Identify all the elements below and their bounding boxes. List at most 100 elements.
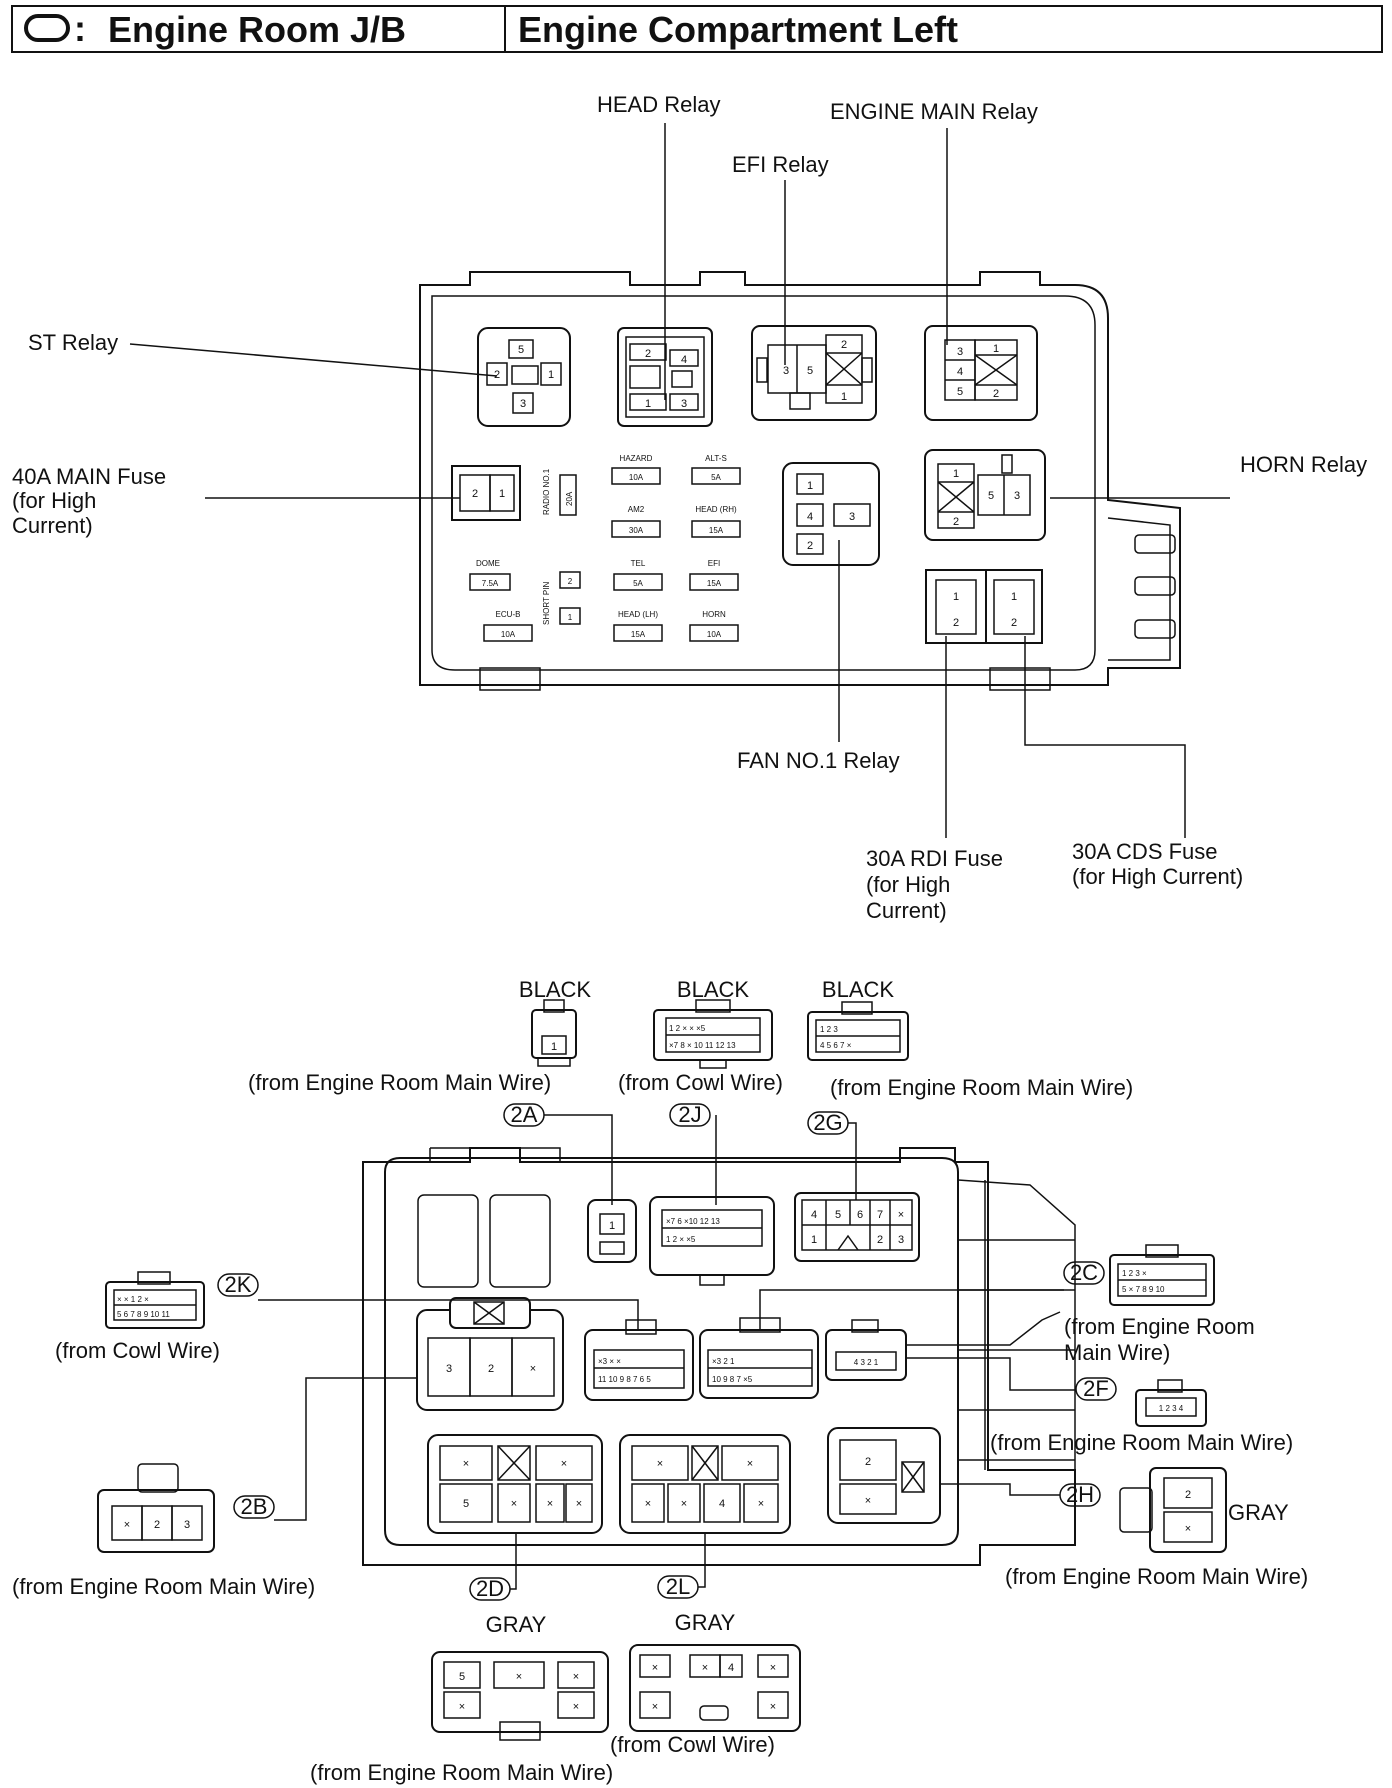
svg-text:4: 4	[957, 366, 963, 378]
connector-2f-code-badge	[1075, 1377, 1117, 1401]
connector-2d-color: GRAY	[486, 1612, 547, 1637]
svg-text:EFI: EFI	[708, 559, 720, 568]
svg-text:×: ×	[898, 1209, 904, 1221]
svg-text:2: 2	[494, 369, 500, 381]
svg-text:4 5 6 7 ×: 4 5 6 7 ×	[820, 1041, 852, 1050]
connector-2d-code: 2D	[476, 1576, 504, 1601]
svg-text:×: ×	[657, 1458, 663, 1470]
label-fan-relay: FAN NO.1 Relay	[737, 748, 900, 773]
label-head-relay: HEAD Relay	[597, 92, 720, 117]
svg-text:3: 3	[520, 398, 526, 410]
connector-2a-code: 2A	[511, 1102, 538, 1127]
connector-2l: × × 4 × × ×	[629, 1644, 801, 1732]
connector-2j: 1 2 × × ×5 ×7 8 × 10 11 12 13	[653, 999, 773, 1069]
svg-text:1 2 × ×5: 1 2 × ×5	[666, 1235, 696, 1244]
connector-2k-code: 2K	[225, 1272, 252, 1297]
svg-text:×: ×	[770, 1662, 776, 1674]
connector-2f-wire: (from Engine Room Main Wire)	[990, 1430, 1293, 1455]
connector-2k-wire: (from Cowl Wire)	[55, 1338, 220, 1363]
svg-text:5 × 7 8 9 10: 5 × 7 8 9 10	[1122, 1285, 1165, 1294]
connector-2h-code: 2H	[1066, 1482, 1094, 1507]
label-st-relay: ST Relay	[28, 330, 118, 355]
svg-text:×7 6 ×10 12 13: ×7 6 ×10 12 13	[666, 1217, 720, 1226]
svg-text:×3 2 1: ×3 2 1	[712, 1357, 735, 1366]
socket-2j: ×7 6 ×10 12 13 1 2 × ×5	[649, 1196, 775, 1286]
svg-text:×: ×	[652, 1701, 658, 1713]
fuse-radio-no1: RADIO NO.1 20A	[542, 468, 577, 516]
svg-text:1: 1	[953, 468, 959, 480]
svg-text:10A: 10A	[707, 630, 722, 639]
svg-text:2: 2	[807, 540, 813, 552]
connector-2b-wire: (from Engine Room Main Wire)	[12, 1574, 315, 1599]
fuse-ecu-b: ECU-B 10A	[483, 610, 533, 642]
svg-text:20A: 20A	[565, 491, 574, 506]
svg-text:2: 2	[877, 1234, 883, 1246]
svg-text:5: 5	[518, 344, 524, 356]
svg-text:×: ×	[516, 1671, 522, 1683]
fuse-horn: HORN 10A	[689, 610, 739, 642]
svg-text:5A: 5A	[633, 579, 643, 588]
fuse-dome: DOME 7.5A	[469, 559, 511, 591]
svg-text:1: 1	[568, 613, 573, 622]
svg-text:5: 5	[835, 1209, 841, 1221]
svg-text:2: 2	[568, 577, 573, 586]
svg-text:5: 5	[459, 1671, 465, 1683]
label-main-fuse-line1: 40A MAIN Fuse	[12, 464, 166, 489]
svg-text:4: 4	[811, 1209, 817, 1221]
svg-text:5: 5	[988, 490, 994, 502]
label-rdi-fuse-line3: Current)	[866, 898, 947, 923]
svg-text:7: 7	[877, 1209, 883, 1221]
connector-2h-wire: (from Engine Room Main Wire)	[1005, 1564, 1308, 1589]
svg-text:× × 1 2 ×: × × 1 2 ×	[117, 1295, 149, 1304]
connector-2c: 1 2 3 × 5 × 7 8 9 10	[1109, 1244, 1215, 1306]
connector-2l-wire: (from Cowl Wire)	[610, 1732, 775, 1757]
svg-text:15A: 15A	[709, 526, 724, 535]
svg-text:4: 4	[728, 1662, 734, 1674]
svg-text:2: 2	[472, 488, 478, 500]
svg-text:5: 5	[957, 386, 963, 398]
engine-main-relay-socket: 345 12	[924, 325, 1038, 421]
svg-text:2: 2	[953, 617, 959, 629]
svg-text:×: ×	[770, 1701, 776, 1713]
rdi-fuse-30a: 12	[925, 569, 987, 644]
svg-text:2: 2	[865, 1456, 871, 1468]
socket-2f: 4 3 2 1	[825, 1319, 907, 1381]
fan-no1-relay-socket: 1 4 3 2	[782, 462, 880, 566]
fuse-am2: AM2 30A	[611, 505, 661, 538]
svg-text:×: ×	[459, 1701, 465, 1713]
connector-2g-code: 2G	[813, 1110, 842, 1135]
svg-text:×: ×	[561, 1458, 567, 1470]
svg-text:5: 5	[807, 365, 813, 377]
connector-2j-code-badge	[669, 1103, 711, 1127]
svg-text:1 2 3: 1 2 3	[820, 1025, 838, 1034]
svg-text:1 2 3 4: 1 2 3 4	[1159, 1404, 1184, 1413]
label-cds-fuse-line2: (for High Current)	[1072, 864, 1243, 889]
svg-text:4: 4	[807, 511, 813, 523]
svg-text:7.5A: 7.5A	[482, 579, 499, 588]
svg-text:2: 2	[1011, 617, 1017, 629]
svg-text:HEAD (LH): HEAD (LH)	[618, 610, 658, 619]
socket-2b: 3 2 ×	[416, 1297, 564, 1411]
svg-text:3: 3	[783, 365, 789, 377]
connector-2h: 2 ×	[1119, 1467, 1227, 1553]
connector-2f: 1 2 3 4	[1135, 1379, 1207, 1427]
fuse-efi: EFI 15A	[689, 559, 739, 591]
svg-text:×: ×	[573, 1701, 579, 1713]
svg-text:×7 8 × 10 11 12 13: ×7 8 × 10 11 12 13	[669, 1041, 736, 1050]
svg-text:×3 × ×: ×3 × ×	[598, 1357, 621, 1366]
svg-text:15A: 15A	[631, 630, 646, 639]
svg-text:3: 3	[184, 1519, 190, 1531]
svg-text:HORN: HORN	[702, 610, 726, 619]
svg-text:5A: 5A	[711, 473, 721, 482]
fuse-alt-s: ALT-S 5A	[691, 454, 741, 485]
connector-2h-color: GRAY	[1228, 1500, 1289, 1525]
connector-2a: 1	[531, 999, 577, 1067]
connector-2j-code: 2J	[678, 1102, 701, 1127]
svg-text:×: ×	[681, 1498, 687, 1510]
svg-text:2: 2	[953, 516, 959, 528]
header-title-left: Engine Room J/B	[108, 9, 406, 50]
label-engine-main-relay: ENGINE MAIN Relay	[830, 99, 1038, 124]
svg-text:ALT-S: ALT-S	[705, 454, 727, 463]
svg-text:×: ×	[463, 1458, 469, 1470]
